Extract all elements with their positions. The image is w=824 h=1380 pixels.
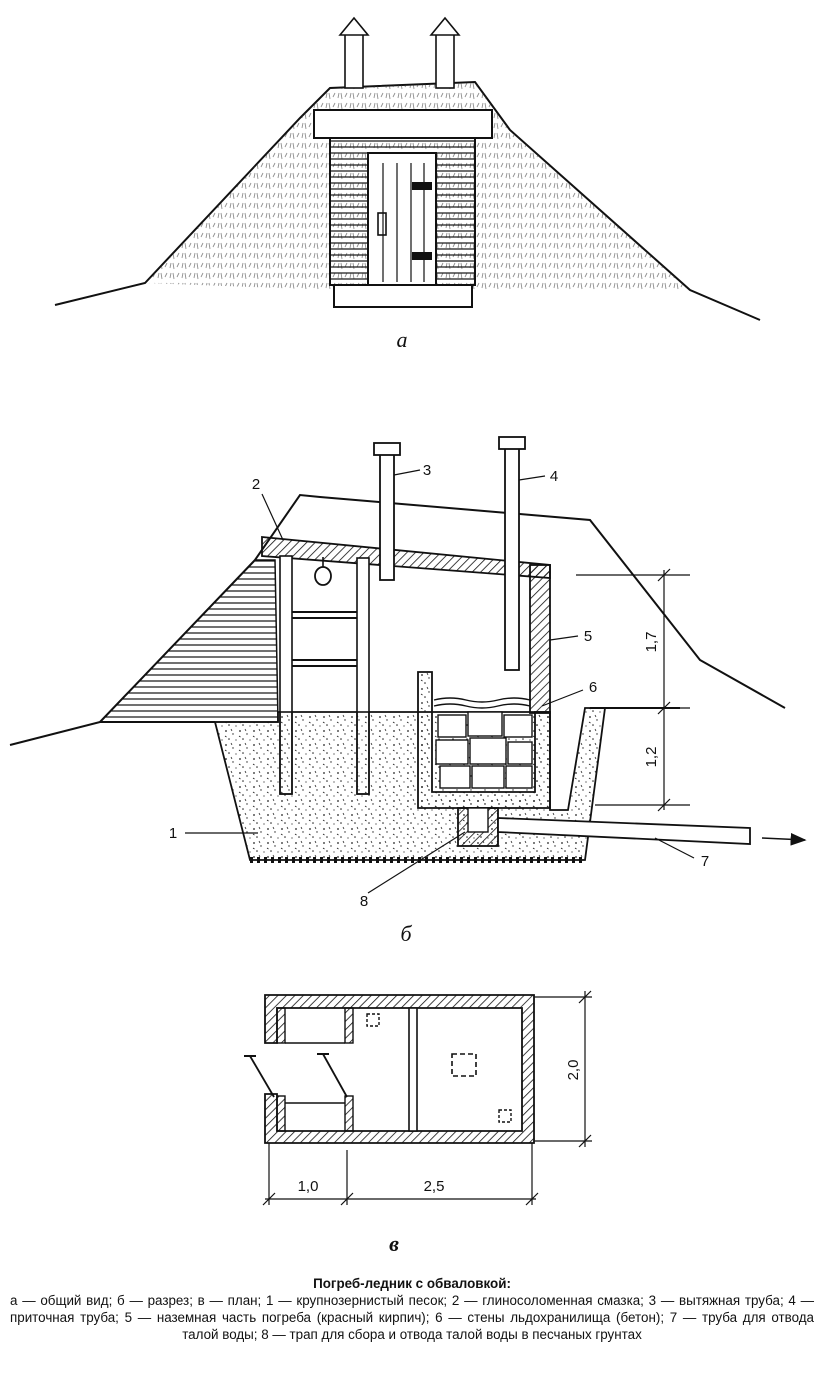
exhaust-pipe-b xyxy=(379,452,395,581)
door-lock-a xyxy=(377,212,387,236)
view-c-plan: 1,0 2,5 2,0 в xyxy=(244,990,592,1256)
letter-a: а xyxy=(397,327,408,352)
plan-stub-bottom-right xyxy=(344,1095,354,1132)
leader-lines-b xyxy=(185,469,695,894)
exhaust-pipe-cap-b xyxy=(373,442,401,456)
dimension-horizontal-c xyxy=(262,1143,539,1206)
door-hinge-bottom-a xyxy=(412,252,432,260)
brick-wall-b xyxy=(529,564,551,714)
plan-door-left xyxy=(249,1055,275,1098)
callout-4: 4 xyxy=(550,468,558,485)
callout-5: 5 xyxy=(584,628,592,645)
dimension-vertical-c xyxy=(534,990,592,1148)
foundation-a xyxy=(333,284,473,308)
dimension-2-0: 2,0 xyxy=(565,1060,582,1081)
lamp-icon xyxy=(314,557,332,586)
letter-c: в xyxy=(389,1231,399,1256)
vent-pipe-right-a xyxy=(429,16,461,89)
view-b-section: 1 2 3 4 5 6 7 8 1,7 1,2 б xyxy=(9,436,807,946)
door-frame-a xyxy=(367,152,437,286)
roof-slab-a xyxy=(313,109,493,139)
letter-b: б xyxy=(400,921,412,946)
plan-walls-c xyxy=(264,994,535,1144)
plan-door-right xyxy=(322,1053,348,1098)
caption-legend: а — общий вид; б — разрез; в — план; 1 —… xyxy=(10,1293,814,1342)
post-left-footing-b xyxy=(279,711,293,795)
callout-3: 3 xyxy=(423,462,431,479)
ice-blocks-b xyxy=(435,711,533,789)
callout-8: 8 xyxy=(360,893,368,910)
supply-pipe-b xyxy=(504,447,520,671)
callout-6: 6 xyxy=(589,679,597,696)
plan-ice-hatch-marker xyxy=(451,1053,477,1077)
callout-1: 1 xyxy=(169,825,177,842)
ladder-b xyxy=(292,611,357,667)
plan-stub-top-left xyxy=(276,1007,286,1044)
embankment-left-b xyxy=(98,559,279,723)
supply-pipe-cap-b xyxy=(498,436,526,450)
plan-stub-top-right xyxy=(344,1007,354,1044)
plan-pipe-marker-1 xyxy=(366,1013,380,1027)
plan-stub-bottom-left xyxy=(276,1095,286,1132)
dimension-1-0: 1,0 xyxy=(298,1178,319,1195)
callout-2: 2 xyxy=(252,476,260,493)
vent-pipe-left-a xyxy=(338,16,370,89)
plan-partition-c xyxy=(408,1007,418,1132)
dimension-1-7: 1,7 xyxy=(643,632,660,653)
post-right-footing-b xyxy=(356,711,370,795)
callout-7: 7 xyxy=(701,853,709,870)
caption-title: Погреб-ледник с обваловкой: xyxy=(313,1276,511,1291)
door-hinge-top-a xyxy=(412,182,432,190)
drain-trap-inner-b xyxy=(467,807,489,833)
view-a-general: а xyxy=(54,16,761,352)
drain-arrow-b xyxy=(761,832,807,846)
dimension-2-5: 2,5 xyxy=(424,1178,445,1195)
figure-caption: Погреб-ледник с обваловкой: а — общий ви… xyxy=(10,1275,814,1343)
dimension-vertical-b xyxy=(576,568,690,812)
dimension-1-2: 1,2 xyxy=(643,747,660,768)
drain-pipe-b xyxy=(497,817,751,845)
cellar-diagram: а xyxy=(9,16,807,1256)
water-surface-b xyxy=(433,697,531,709)
plan-pipe-marker-2 xyxy=(498,1109,512,1123)
